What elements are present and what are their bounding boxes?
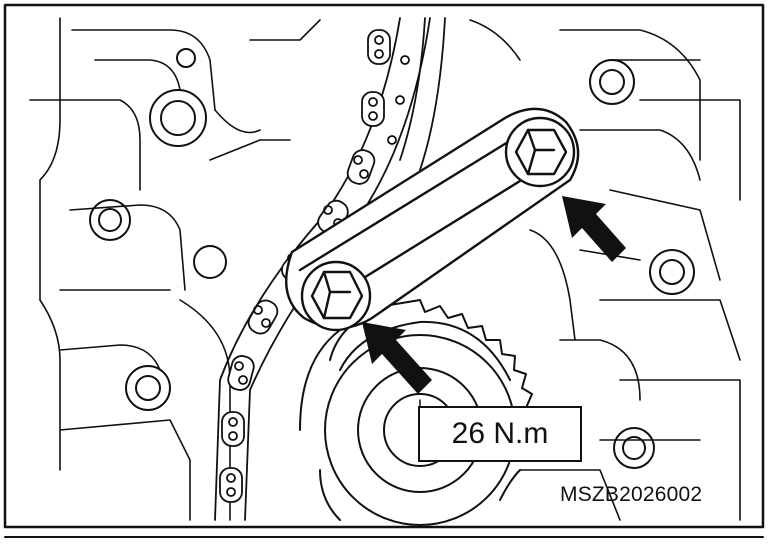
figure-code: MSZB2026002: [560, 483, 703, 506]
arrow-icon: [362, 322, 432, 394]
bolt-icon: [504, 116, 576, 188]
figure-border: [3, 3, 765, 529]
arrow-icon: [562, 196, 626, 262]
bolt-bosses: [89, 48, 695, 469]
torque-label: 26 N.m: [418, 406, 582, 462]
bolt-icon: [300, 260, 372, 332]
